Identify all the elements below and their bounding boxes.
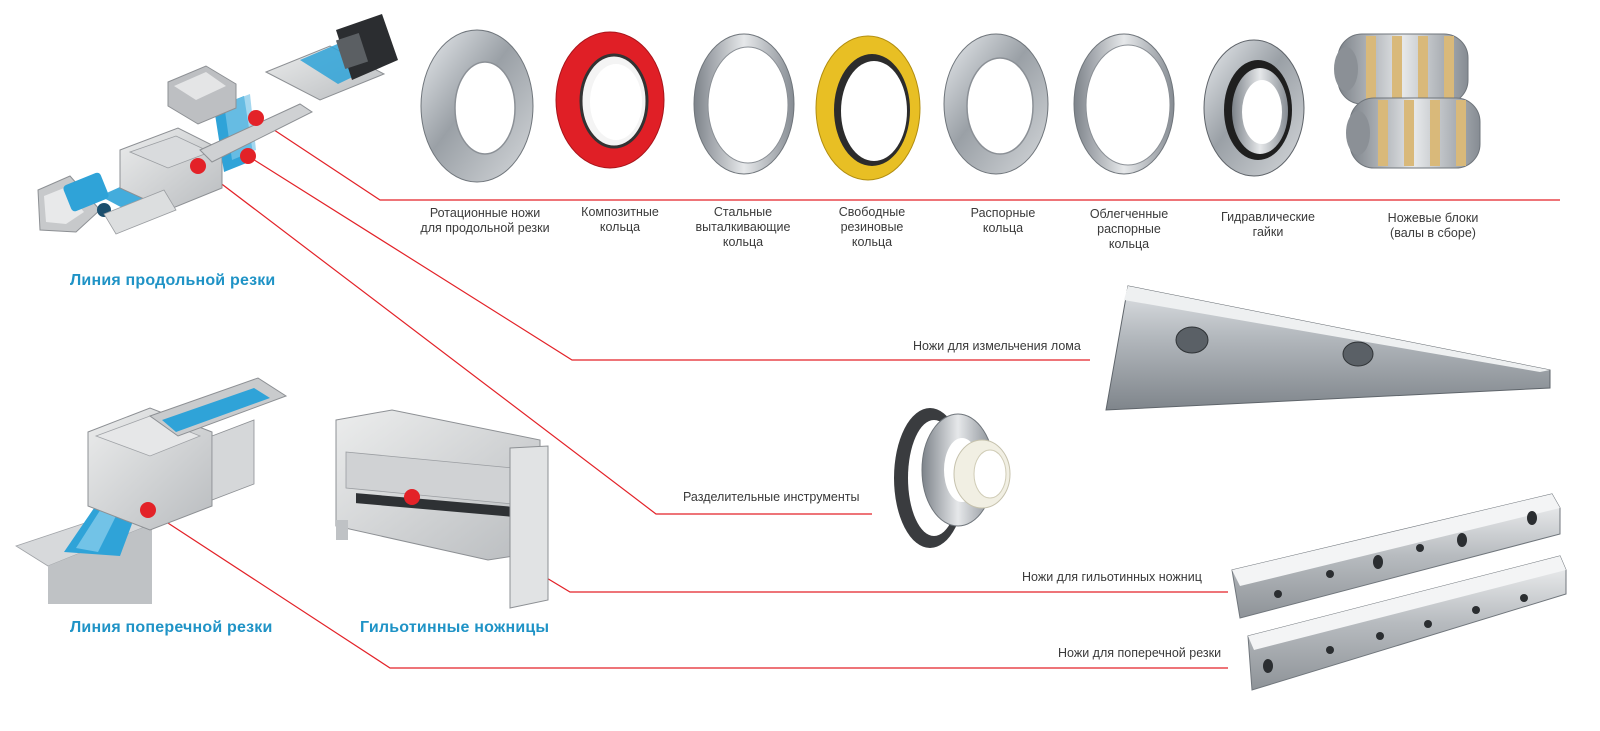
label-guillotine-knives: Ножи для гильотинных ножниц	[1022, 570, 1202, 584]
guillotine-title: Гильотинные ножницы	[360, 619, 550, 636]
slitting-line-title: Линия продольной резки	[70, 272, 276, 289]
caption-hydraulic-nuts: Гидравлические гайки	[1221, 210, 1315, 239]
caption-lightweight-spacer-rings: Облегченные распорные кольца	[1089, 207, 1169, 251]
hydraulic-nut-image	[1203, 39, 1305, 177]
cross-cut-blade-image	[1247, 555, 1567, 691]
steel-stripper-ring-image	[693, 33, 795, 175]
caption-rubber-rings: Свободные резиновые кольца	[838, 205, 906, 249]
guillotine-blade-image	[1231, 493, 1561, 619]
lightweight-spacer-ring-image	[1073, 33, 1175, 175]
marker-dot	[190, 158, 206, 174]
label-cross-cut-knives: Ножи для поперечной резки	[1058, 646, 1222, 660]
caption-composite-rings: Композитные кольца	[581, 205, 659, 234]
caption-spacer-rings: Распорные кольца	[970, 206, 1036, 235]
marker-dot	[404, 489, 420, 505]
spacer-ring-image	[943, 33, 1049, 175]
separating-tools-image	[894, 408, 1011, 548]
connector-rotary-knives	[255, 117, 1560, 201]
caption-knife-blocks: Ножевые блоки (валы в сборе)	[1387, 211, 1479, 240]
rubber-ring-image	[815, 35, 921, 181]
marker-dot	[240, 148, 256, 164]
knife-block-image	[1334, 33, 1481, 169]
connector-separating-tools	[197, 165, 872, 515]
label-separating-tools: Разделительные инструменты	[683, 490, 860, 504]
label-scrap-knives: Ножи для измельчения лома	[913, 339, 1081, 353]
product-row	[420, 29, 1481, 183]
rotary-knife-image	[420, 29, 534, 183]
scrap-knife-image	[1105, 285, 1551, 411]
guillotine-illustration	[335, 409, 549, 609]
caption-steel-stripper-rings: Стальные выталкивающие кольца	[695, 205, 791, 249]
marker-dot	[248, 110, 264, 126]
cross-cut-line-illustration	[15, 377, 288, 604]
cross-cut-line-title: Линия поперечной резки	[70, 619, 273, 636]
marker-dot	[140, 502, 156, 518]
caption-rotary-knives: Ротационные ножи для продольной резки	[420, 206, 550, 235]
connector-scrap-knives	[247, 155, 1090, 361]
composite-ring-image	[555, 31, 665, 169]
connector-cross-cut-knives	[147, 509, 1228, 669]
slitting-line-illustration	[37, 14, 398, 235]
